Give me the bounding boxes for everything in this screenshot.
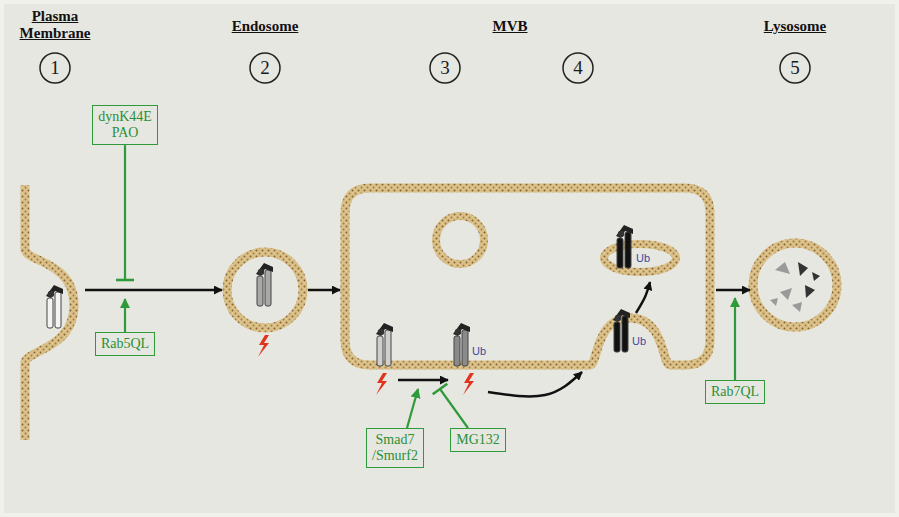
ubiquitin-tag: Ub (632, 336, 646, 347)
lysosome-membrane (753, 243, 837, 327)
intraluminal-vesicle (604, 244, 676, 272)
regulator-arrow (440, 389, 468, 428)
receptor-symbol (256, 263, 273, 306)
receptor-chain (625, 232, 631, 268)
inhibition-bar (433, 384, 448, 394)
receptor-chain (377, 336, 383, 366)
regulator-arrow (124, 145, 126, 280)
step-number-text: 3 (440, 57, 450, 79)
treatment-box: MG132 (450, 428, 506, 452)
ligand-symbol (256, 263, 273, 276)
circle-outline (250, 53, 280, 83)
receptor-chain (617, 238, 623, 268)
receptor-chain (257, 276, 263, 306)
compartment-heading: Plasma Membrane (20, 8, 91, 43)
ligand-symbol (258, 269, 264, 275)
receptor-symbol (613, 309, 630, 352)
ubiquitin-tag: Ub (636, 253, 650, 264)
receptor-symbol (616, 225, 633, 268)
transport-arrow (488, 372, 582, 396)
compartment-heading: Endosome (232, 18, 299, 35)
step-number-text: 1 (50, 57, 60, 79)
treatment-box: Rab5QL (95, 332, 155, 356)
compartment-heading: MVB (493, 18, 528, 35)
receptor-chain (462, 330, 468, 366)
ligand-symbol (618, 231, 624, 237)
treatment-label: Rab7QL (711, 384, 759, 400)
ligand-symbol (613, 309, 630, 322)
degraded-fragment (780, 288, 792, 300)
receptor-symbol (376, 323, 393, 366)
ligand-symbol (616, 225, 633, 238)
ligand-symbol (378, 329, 384, 335)
step-number: 3 (429, 52, 461, 84)
receptor-chain (55, 292, 61, 328)
transport-arrow (398, 379, 448, 382)
ligand-symbol (615, 315, 621, 321)
signal-bolt (376, 373, 387, 395)
step-number: 2 (249, 52, 281, 84)
ligand-symbol (455, 329, 461, 335)
ligand-symbol (48, 291, 54, 297)
receptor-symbol (46, 285, 63, 328)
treatment-box: dynK44E PAO (92, 105, 158, 145)
transport-arrow (716, 289, 750, 292)
plasma-membrane (25, 185, 74, 440)
transport-arrow (85, 289, 222, 292)
ligand-symbol (46, 285, 63, 298)
circle-outline (430, 53, 460, 83)
receptor-chain (385, 330, 391, 366)
treatment-label: Smad7 /Smurf2 (372, 432, 418, 464)
treatment-box: Smad7 /Smurf2 (366, 428, 424, 468)
compartment-heading: Lysosome (764, 18, 827, 35)
inhibition-bar (116, 279, 134, 282)
receptor-chain (47, 298, 53, 328)
ubiquitin-tag: Ub (472, 346, 486, 357)
ligand-symbol (376, 323, 393, 336)
regulator-arrow (734, 298, 736, 380)
step-number: 4 (562, 52, 594, 84)
circle-outline (40, 53, 70, 83)
circle-outline (780, 53, 810, 83)
receptor-chain (265, 270, 271, 306)
circle-outline (563, 53, 593, 83)
step-number: 5 (779, 52, 811, 84)
intraluminal-vesicle (436, 216, 484, 264)
degraded-fragment (798, 262, 808, 276)
signal-bolt (258, 335, 269, 357)
step-number-text: 2 (260, 57, 270, 79)
transport-arrow (308, 289, 340, 292)
degraded-fragment (805, 285, 815, 298)
step-number: 1 (39, 52, 71, 84)
step-number-text: 5 (790, 57, 800, 79)
ligand-symbol (453, 323, 470, 336)
degraded-fragment (770, 298, 778, 306)
receptor-symbol (453, 323, 470, 366)
receptor-chain (614, 322, 620, 352)
transport-arrow (636, 282, 650, 313)
treatment-label: MG132 (456, 432, 500, 448)
receptor-chain (454, 336, 460, 366)
treatment-label: dynK44E PAO (98, 109, 152, 141)
regulator-arrow (124, 299, 126, 332)
mvb-membrane (345, 188, 710, 365)
step-number-text: 4 (573, 57, 583, 79)
degraded-fragment (792, 302, 802, 312)
degraded-fragment (775, 262, 790, 274)
regulator-arrow (407, 389, 418, 428)
degraded-fragment (812, 272, 820, 281)
signal-bolt (463, 373, 474, 395)
treatment-box: Rab7QL (705, 380, 765, 404)
endosome-membrane (227, 252, 303, 328)
treatment-label: Rab5QL (101, 336, 149, 352)
receptor-chain (622, 316, 628, 352)
